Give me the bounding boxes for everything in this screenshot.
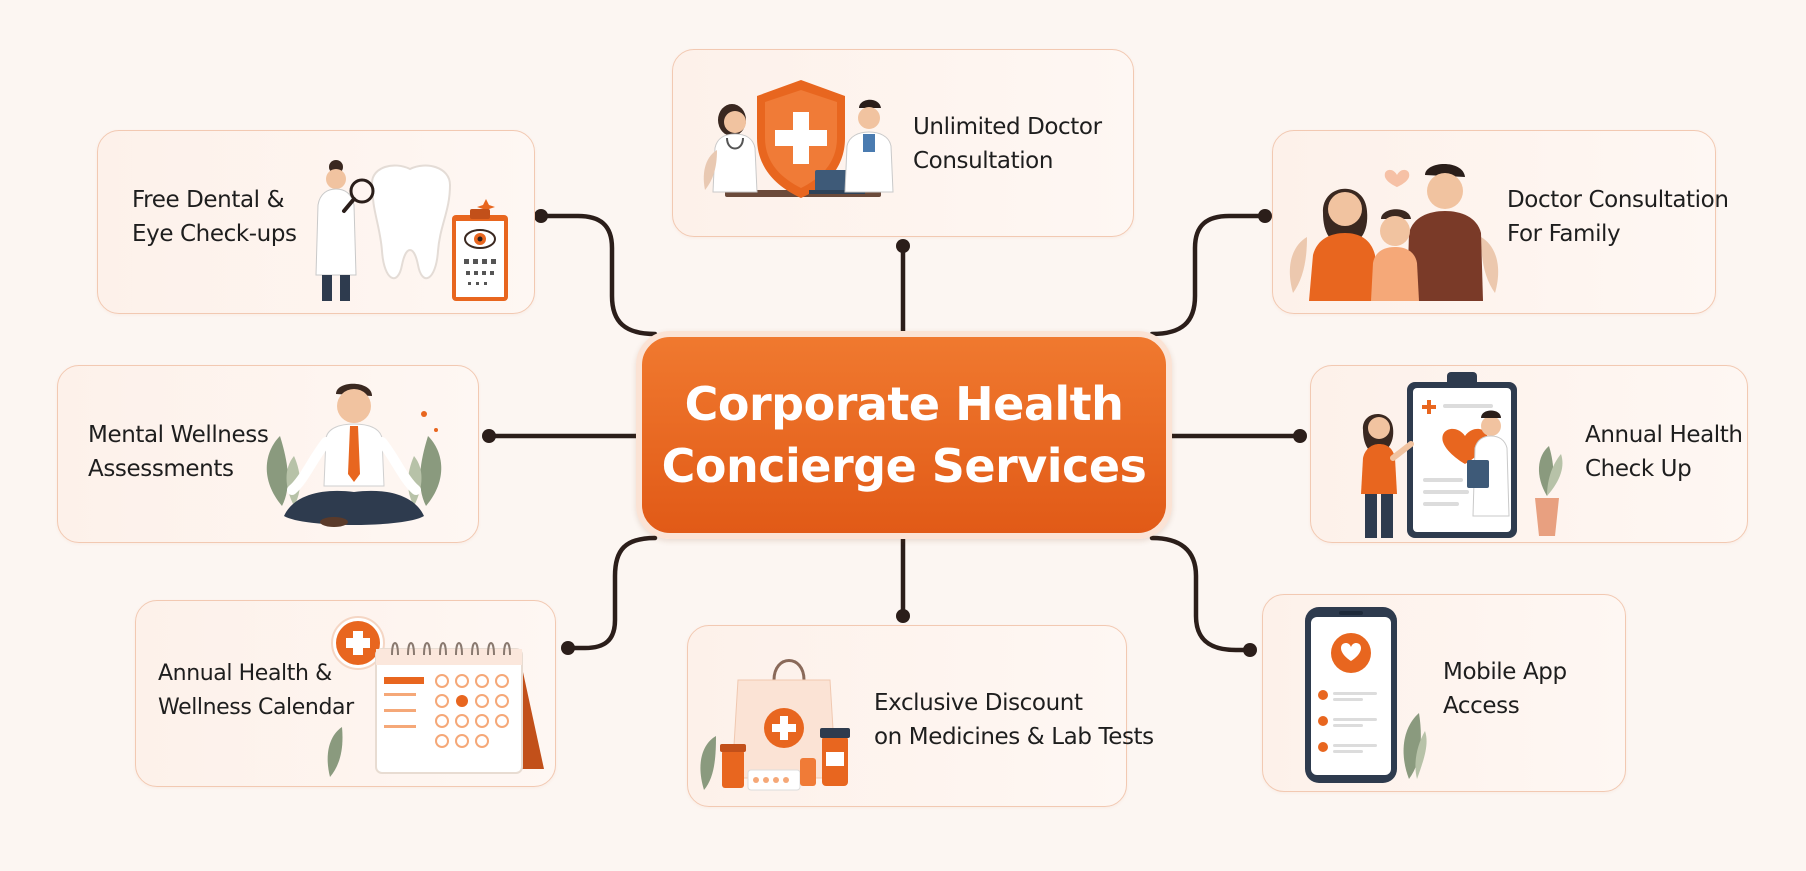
label-line1: Unlimited Doctor — [913, 114, 1102, 140]
family-icon — [1289, 164, 1499, 301]
connector-dot-top — [896, 239, 910, 253]
card-label: Annual Health Check Up — [1585, 418, 1743, 486]
card-label: Doctor Consultation For Family — [1507, 183, 1729, 251]
connector-dot-right — [1293, 429, 1307, 443]
card-label: Mental Wellness Assessments — [88, 418, 269, 486]
calendar-icon — [327, 616, 544, 777]
connector-dot-top-right — [1258, 209, 1272, 223]
connector-dot-bottom-left — [561, 641, 575, 655]
card-dental-eye: Free Dental & Eye Check-ups — [97, 130, 535, 314]
connector-dot-left — [482, 429, 496, 443]
card-mental-wellness: Mental Wellness Assessments — [57, 365, 479, 543]
label-line1: Annual Health — [1585, 422, 1743, 448]
mobile-phone-icon — [1305, 607, 1427, 783]
card-label: Mobile App Access — [1443, 655, 1567, 723]
card-label: Unlimited Doctor Consultation — [913, 110, 1102, 178]
label-line2: Consultation — [913, 148, 1054, 174]
meditating-man-icon — [266, 383, 442, 527]
tooth-eye-chart-icon — [315, 160, 508, 301]
connector-dot-bottom-right — [1243, 643, 1257, 657]
connector-bottom-right — [1149, 535, 1253, 653]
card-medicine-discount: Exclusive Discount on Medicines & Lab Te… — [687, 625, 1154, 807]
connector-top-left — [538, 213, 658, 337]
card-family-consultation: Doctor Consultation For Family — [1272, 130, 1729, 314]
connector-dot-top-left — [534, 209, 548, 223]
label-line2: Access — [1443, 693, 1520, 719]
connector-dot-bottom — [896, 609, 910, 623]
connector-bottom-left — [565, 535, 658, 651]
label-line1: Mobile App — [1443, 659, 1567, 685]
doctors-shield-icon — [703, 80, 894, 198]
label-line2: Check Up — [1585, 456, 1692, 482]
label-line2: Wellness Calendar — [158, 695, 354, 720]
label-line1: Annual Health & — [158, 661, 332, 686]
card-annual-checkup: Annual Health Check Up — [1310, 365, 1748, 543]
card-label: Free Dental & Eye Check-ups — [132, 183, 297, 251]
card-label: Exclusive Discount on Medicines & Lab Te… — [874, 686, 1154, 754]
card-label: Annual Health & Wellness Calendar — [158, 657, 354, 725]
card-mobile-app: Mobile App Access — [1262, 594, 1626, 792]
label-line1: Doctor Consultation — [1507, 187, 1729, 213]
label-line1: Exclusive Discount — [874, 690, 1083, 716]
label-line1: Mental Wellness — [88, 422, 269, 448]
label-line2: For Family — [1507, 221, 1621, 247]
center-title-line2: Concierge Services — [661, 439, 1147, 493]
label-line2: Eye Check-ups — [132, 221, 297, 247]
center-title-line1: Corporate Health — [684, 377, 1124, 431]
clipboard-doctor-icon — [1361, 372, 1563, 538]
card-wellness-calendar: Annual Health & Wellness Calendar — [135, 600, 556, 787]
center-node: Corporate Health Concierge Services — [636, 331, 1172, 539]
label-line1: Free Dental & — [132, 187, 285, 213]
card-doctor-consultation: Unlimited Doctor Consultation — [672, 49, 1134, 237]
label-line2: Assessments — [88, 456, 234, 482]
label-line2: on Medicines & Lab Tests — [874, 724, 1154, 750]
connector-top-right — [1149, 213, 1268, 337]
medicine-bag-icon — [700, 659, 850, 791]
